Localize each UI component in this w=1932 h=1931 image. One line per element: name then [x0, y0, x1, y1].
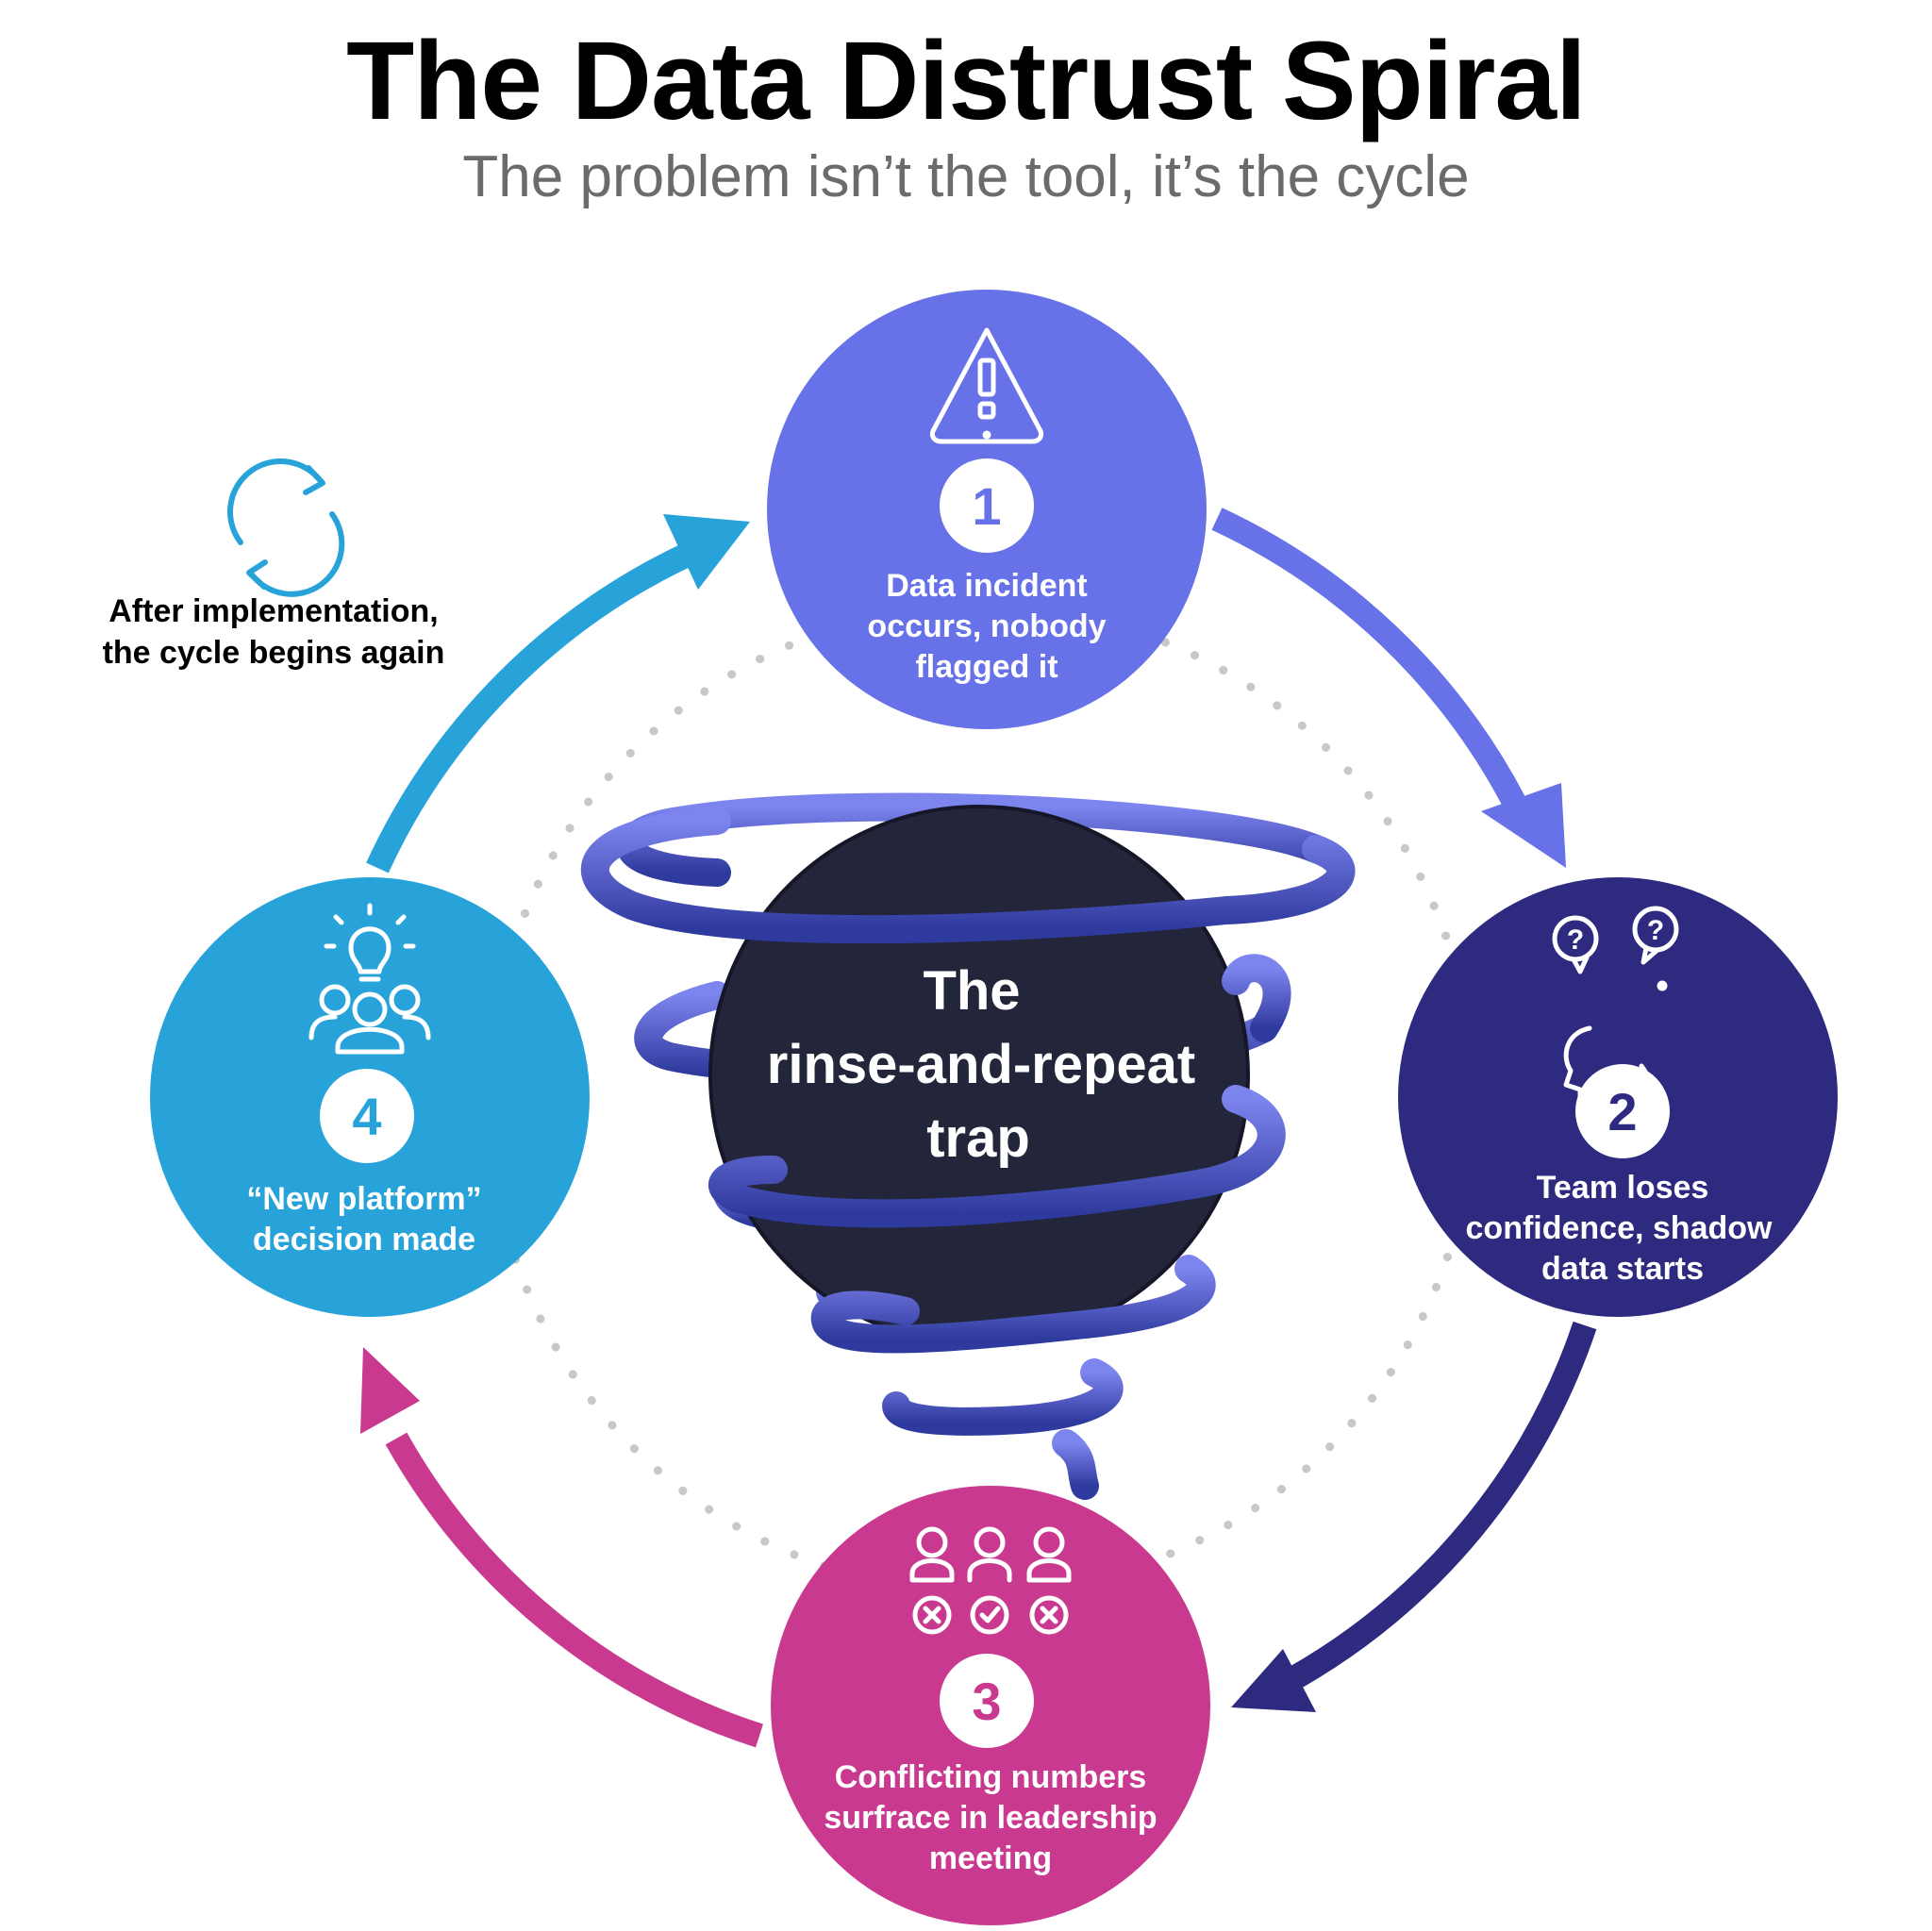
spiral-front	[580, 807, 1356, 1500]
center-label: The rinse-and-repeat trap	[767, 960, 1195, 1169]
stage-3-number: 3	[972, 1672, 1001, 1731]
stage-3-number-badge	[940, 1654, 1034, 1748]
svg-text:?: ?	[1647, 915, 1664, 946]
center-label-line-2: rinse-and-repeat	[767, 1034, 1195, 1095]
warning-triangle-icon	[929, 327, 1044, 444]
center-label-line-3: trap	[926, 1107, 1030, 1169]
stage-4-number-badge	[320, 1069, 414, 1163]
stage-3-line-2: surfrace in leadership	[824, 1800, 1157, 1836]
page-subtitle: The problem isn’t the tool, it’s the cyc…	[462, 144, 1470, 209]
stage-2-number: 2	[1607, 1082, 1637, 1141]
svg-text:?: ?	[1567, 924, 1584, 956]
stage-4-line-2: decision made	[253, 1222, 475, 1257]
stage-3-line-1: Conflicting numbers	[835, 1759, 1147, 1795]
cycle-note: After implementation, the cycle begins a…	[66, 591, 481, 674]
stage-4-number: 4	[352, 1087, 381, 1146]
stage-3: 3 Conflicting numbers surfrace in leader…	[771, 1486, 1210, 1925]
stage-2-number-badge	[1575, 1064, 1670, 1158]
stage-1: 1 Data incident occurs, nobody flagged i…	[767, 290, 1207, 729]
arrow-3-to-4	[360, 1347, 763, 1748]
stage-2-line-1: Team loses	[1537, 1170, 1709, 1206]
cycle-note-line-2: the cycle begins again	[102, 635, 445, 671]
arrow-4-to-1	[366, 514, 750, 874]
stage-1-line-3: flagged it	[915, 649, 1058, 685]
cycle-note-line-1: After implementation,	[108, 593, 439, 629]
stage-3-line-3: meeting	[929, 1840, 1052, 1876]
stage-1-line-2: occurs, nobody	[867, 608, 1106, 644]
arrow-2-to-3	[1231, 1321, 1597, 1712]
refresh-cycle-icon	[227, 458, 345, 597]
page-title: The Data Distrust Spiral	[346, 19, 1587, 143]
arrow-1-to-2	[1211, 508, 1566, 868]
stage-1-number-badge	[940, 458, 1034, 553]
stage-1-line-1: Data incident	[886, 568, 1087, 604]
stage-4: 4 “New platform” decision made	[150, 877, 590, 1317]
stage-2: ? ? 2 Team loses confidence, shadow data…	[1398, 877, 1838, 1317]
stage-2-line-2: confidence, shadow	[1466, 1210, 1773, 1246]
idea-team-icon	[308, 903, 431, 1055]
stage-2-line-3: data starts	[1541, 1251, 1704, 1287]
stage-4-line-1: “New platform”	[246, 1181, 481, 1217]
stage-1-number: 1	[972, 476, 1001, 536]
center-label-line-1: The	[923, 960, 1020, 1022]
conflicting-people-icon	[909, 1526, 1072, 1635]
